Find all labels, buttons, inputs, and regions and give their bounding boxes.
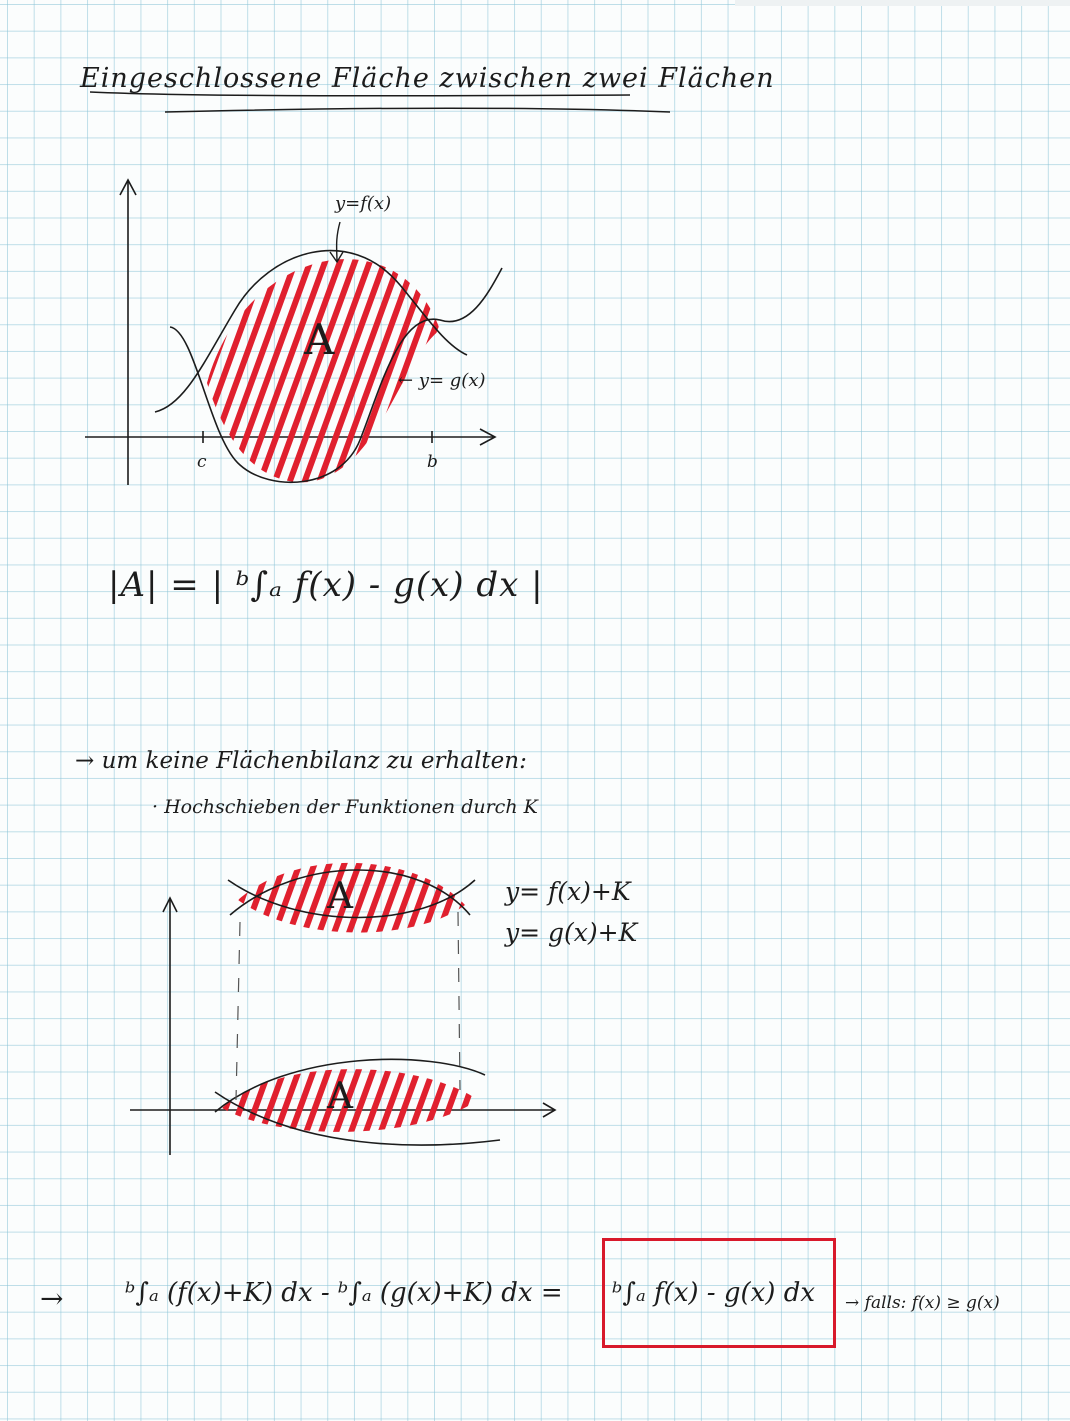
tick-label-a: c [197, 452, 207, 472]
label-fk: y= f(x)+K [505, 877, 631, 906]
result-highlight-box [602, 1238, 836, 1348]
label-g: ← y= g(x) [398, 370, 486, 391]
dashed-right [457, 911, 461, 1091]
formula2-boxed: ᵇ∫ₐ f(x) - g(x) dx [612, 1278, 816, 1308]
dashed-left [235, 921, 241, 1101]
area-label-top: A [327, 876, 353, 917]
curve-f [169, 267, 503, 484]
note-bullet: · Hochschieben der Funktionen durch K [152, 796, 538, 818]
label-f-arrow [329, 221, 344, 264]
formula2-condition: → falls: f(x) ≥ g(x) [845, 1293, 1000, 1313]
note-line: → um keine Flächenbilanz zu erhalten: [75, 748, 527, 774]
curve-gk [229, 869, 471, 916]
label-gk: y= g(x)+K [505, 918, 638, 947]
formula-area: |A| = | ᵇ∫ₐ f(x) - g(x) dx | [108, 565, 544, 605]
title-underline [89, 91, 671, 113]
tick-label-b: b [427, 452, 438, 472]
page-title: Eingeschlossene Fläche zwischen zwei Flä… [80, 63, 775, 94]
curve-g [154, 249, 468, 413]
top-bar [735, 0, 1070, 6]
curve-f-low [214, 1091, 501, 1146]
formula2-arrow: → [40, 1282, 64, 1315]
formula2-left: ᵇ∫ₐ (f(x)+K) dx - ᵇ∫ₐ (g(x)+K) dx = [125, 1278, 563, 1308]
area-label-bottom: A [327, 1076, 353, 1117]
curve-g-low [214, 1058, 486, 1113]
area-label-1: A [304, 315, 335, 364]
label-f: y=f(x) [335, 193, 392, 214]
